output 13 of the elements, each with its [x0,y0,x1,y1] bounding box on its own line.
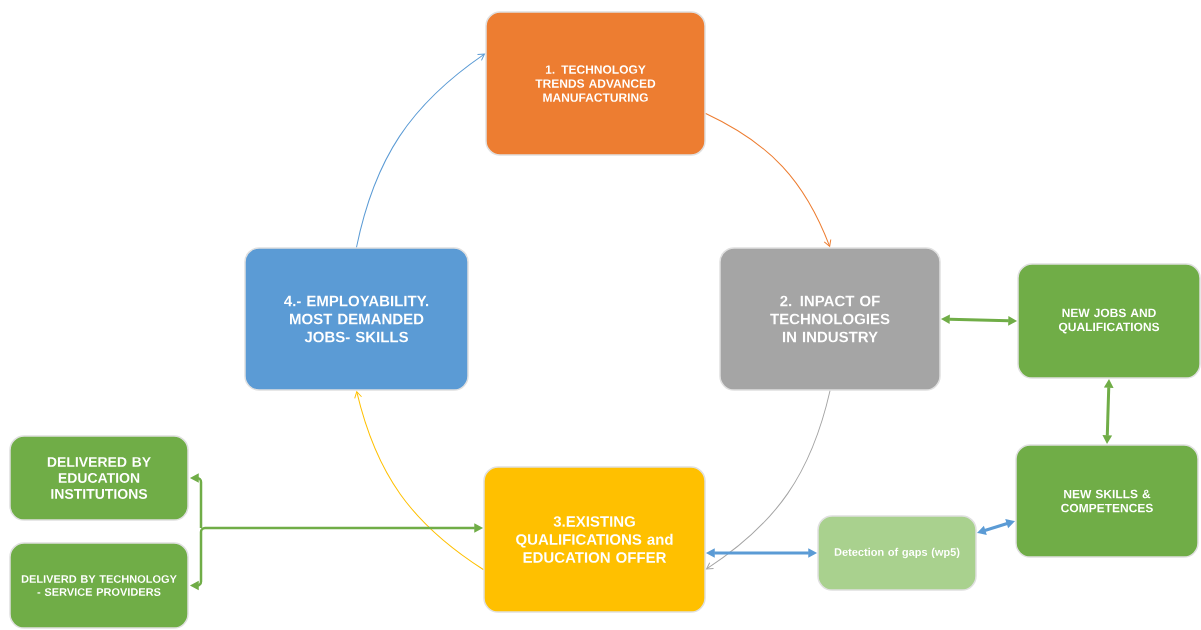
rounded-box: NEW JOBS AND QUALIFICATIONS [1017,263,1201,379]
process-box: 2. INPACT OF TECHNOLOGIES IN INDUSTRY [719,247,941,391]
rounded-box: DELIVERD BY TECHNOLOGY - SERVICE PROVIDERS [9,542,189,629]
process-box: 1. TECHNOLOGY TRENDS ADVANCED MANUFACTURING [485,11,706,156]
rounded-box: DELIVERED BY EDUCATION INSTITUTIONS [9,435,189,521]
rounded-box: NEW SKILLS & COMPETENCES [1015,444,1199,558]
arrow [354,391,484,570]
arrow [705,113,832,247]
process-box: 4.- EMPLOYABILITY. MOST DEMANDED JOBS- SKILLS [244,247,469,391]
arrow [706,390,831,570]
arrow [356,53,485,248]
rounded-box: Detection of gaps (wp5) [817,515,977,591]
process-box: 3.EXISTING QUALIFICATIONS and EDUCATION OFFER [483,466,706,613]
